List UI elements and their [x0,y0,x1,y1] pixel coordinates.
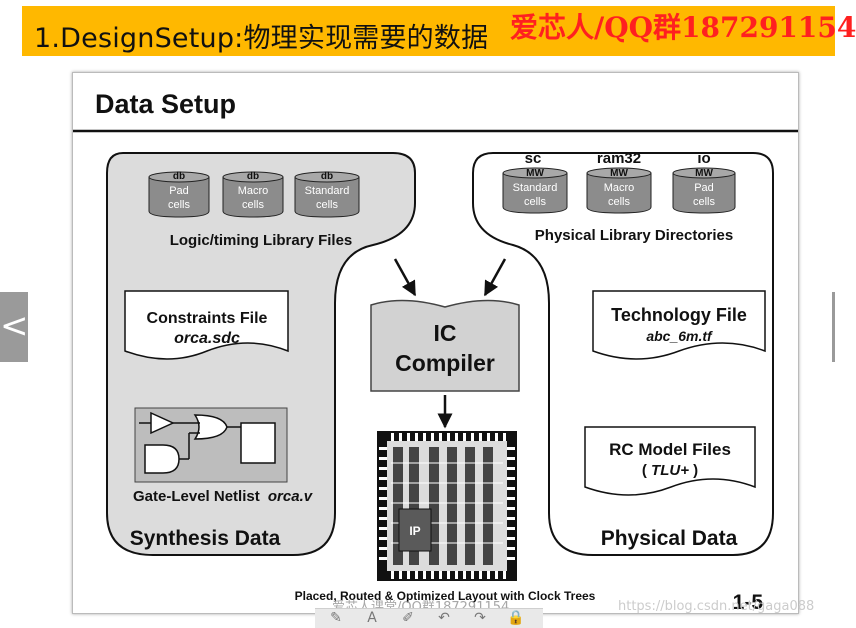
technology-file-name: abc_6m.tf [646,328,713,344]
cylinder-label: Pad [169,185,189,197]
header-watermark: 爱芯人/QQ群187291154 [510,11,856,44]
db-macro-cells-cylinder: db Macro cells [222,171,284,218]
dir-label-ram32: ram32 [597,150,641,167]
cylinder-label: cells [242,199,265,211]
cylinder-label: cells [168,199,191,211]
physical-library-label: Physical Library Directories [535,227,733,244]
cylinder-label: Standard [513,182,558,194]
annotation-toolbar: ✎ A ✐ ↶ ↷ 🔒 [315,608,543,628]
mw-standard-cells-cylinder: MW Standard cells [502,167,568,214]
rc-model-file-line: ( TLU+ ) [642,462,698,479]
rc-model-title: RC Model Files [609,440,731,459]
netlist-label: Gate-Level Netlist orca.v [133,488,314,505]
rc-model-file-name: TLU+ [651,462,689,479]
cylinder-label: cells [524,196,547,208]
cylinder-label: Macro [238,185,269,197]
logic-gates [139,411,276,474]
cylinder-label: Pad [694,182,714,194]
lock-icon[interactable]: 🔒 [507,610,525,626]
technology-file-title: Technology File [611,305,747,325]
rc-model-file-doc [584,426,756,496]
left-cylinders: db Pad cells db Macro cells db Standard … [148,171,360,218]
redo-icon[interactable]: ↷ [474,610,486,626]
slide-diagram: Data Setup db Pad cells db Macro cells [73,89,798,614]
cylinder-tag: MW [695,168,713,179]
ip-block-label: IP [409,524,420,538]
cylinder-label: cells [608,196,631,208]
constraints-file-title: Constraints File [147,310,268,327]
text-tool-icon[interactable]: A [367,610,377,626]
dir-label-sc: sc [525,150,542,167]
cylinder-tag: db [173,171,185,182]
mw-pad-cells-cylinder: MW Pad cells [672,167,736,214]
cylinder-label: cells [316,199,339,211]
cylinder-tag: db [321,171,333,182]
header-bar: 1.DesignSetup:物理实现需要的数据 [22,6,835,56]
slide: Data Setup db Pad cells db Macro cells [72,72,799,614]
cylinder-label: Standard [305,185,350,197]
pen-tool-icon[interactable]: ✎ [330,610,342,626]
synthesis-data-label: Synthesis Data [130,527,281,550]
chip-layout: IP [377,431,517,581]
physical-data-label: Physical Data [601,527,738,550]
rc-paren-open: ( [642,462,647,479]
ic-compiler-box [370,299,520,392]
slide-heading: Data Setup [95,89,236,119]
arrow-physical-to-compiler [483,258,507,297]
netlist-label-text: Gate-Level Netlist [133,488,260,505]
next-slide-button[interactable] [832,292,835,362]
netlist-file-name: orca.v [268,488,314,505]
db-pad-cells-cylinder: db Pad cells [148,171,210,218]
cylinder-tag: db [247,171,259,182]
cylinder-tag: MW [610,168,628,179]
prev-slide-button[interactable]: < [0,292,29,362]
page-title: 1.DesignSetup:物理实现需要的数据 [34,23,489,54]
technology-file-doc [592,290,766,360]
db-standard-cells-cylinder: db Standard cells [294,171,360,218]
logic-library-label: Logic/timing Library Files [170,232,353,249]
cylinder-tag: MW [526,168,544,179]
page-number: 1-5 [733,591,764,614]
eraser-tool-icon[interactable]: ✐ [402,610,414,626]
cylinder-label: cells [693,196,716,208]
rc-paren-close: ) [693,462,698,479]
constraints-file-doc [124,290,289,360]
layout-caption: Placed, Routed & Optimized Layout with C… [295,589,596,603]
cylinder-label: Macro [604,182,635,194]
right-cylinders: MW Standard cells MW Macro cells MW Pad … [502,167,736,214]
compiler-line2: Compiler [395,350,495,376]
compiler-line1: IC [434,320,457,346]
mw-macro-cells-cylinder: MW Macro cells [586,167,652,214]
undo-icon[interactable]: ↶ [438,610,450,626]
constraints-file-name: orca.sdc [174,330,240,347]
arrow-logic-to-compiler [393,258,417,297]
dir-label-io: io [697,150,710,167]
chevron-left-icon: < [0,306,29,346]
blog-url-watermark: https://blog.csdn.net/gaga088 [618,599,815,614]
